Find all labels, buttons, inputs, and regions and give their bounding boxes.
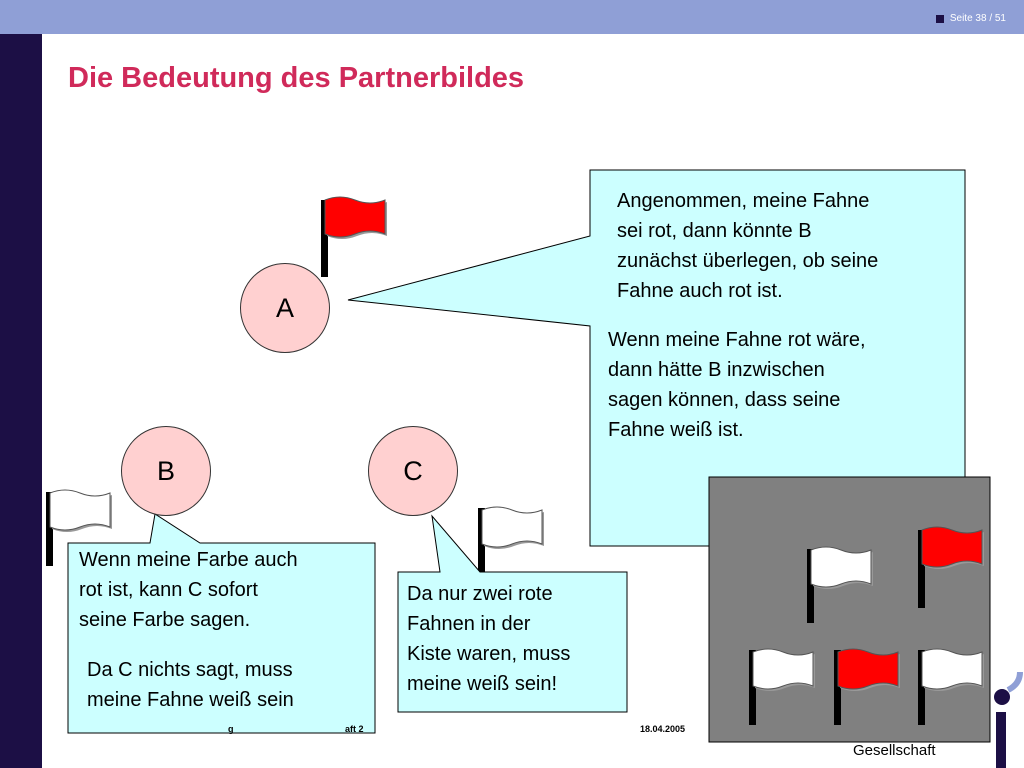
bubble-a-paragraph-1: Angenommen, meine Fahne sei rot, dann kö… bbox=[617, 190, 879, 302]
flag-c-white-icon bbox=[478, 506, 545, 580]
footer-date: 18.04.2005 bbox=[640, 724, 686, 734]
speech-bubble-c bbox=[397, 514, 628, 713]
box-flag-red-1-icon bbox=[918, 526, 985, 608]
square-bullet-icon bbox=[935, 14, 944, 23]
box-flag-red-2-icon bbox=[834, 648, 901, 725]
top-bar bbox=[0, 0, 1024, 34]
footer-company: Gesellschaft bbox=[853, 742, 936, 759]
person-b-circle: B bbox=[121, 426, 211, 516]
left-sidebar-bar bbox=[0, 34, 42, 768]
footer-left-fragment: g bbox=[228, 724, 234, 734]
page-indicator-text: Seite 38 / 51 bbox=[949, 13, 1006, 24]
person-a-circle: A bbox=[240, 263, 330, 353]
bubble-c-text: Da nur zwei rote Fahnen in der Kiste war… bbox=[407, 583, 571, 695]
box-flag-white-1-icon bbox=[807, 546, 874, 623]
flag-b-white-icon bbox=[46, 489, 113, 566]
speech-bubble-a bbox=[347, 169, 966, 547]
bubble-b-paragraph-1: Wenn meine Farbe auch rot ist, kann C so… bbox=[79, 549, 298, 631]
slide-title: Die Bedeutung des Partnerbildes bbox=[68, 62, 525, 94]
logo-i-icon bbox=[994, 671, 1023, 768]
bubble-a-paragraph-2: Wenn meine Fahne rot wäre, dann hätte B … bbox=[608, 329, 866, 441]
person-c-circle: C bbox=[368, 426, 458, 516]
bubble-b-paragraph-2: Da C nichts sagt, muss meine Fahne weiß … bbox=[87, 659, 294, 711]
footer-mid-fragment: aft 2 bbox=[345, 724, 364, 734]
page-indicator: Seite 38 / 51 bbox=[935, 13, 1006, 24]
speech-bubble-b bbox=[67, 513, 376, 734]
box-flag-white-3-icon bbox=[918, 648, 985, 725]
flag-a-red-icon bbox=[321, 196, 388, 277]
box-flag-white-2-icon bbox=[749, 648, 816, 725]
